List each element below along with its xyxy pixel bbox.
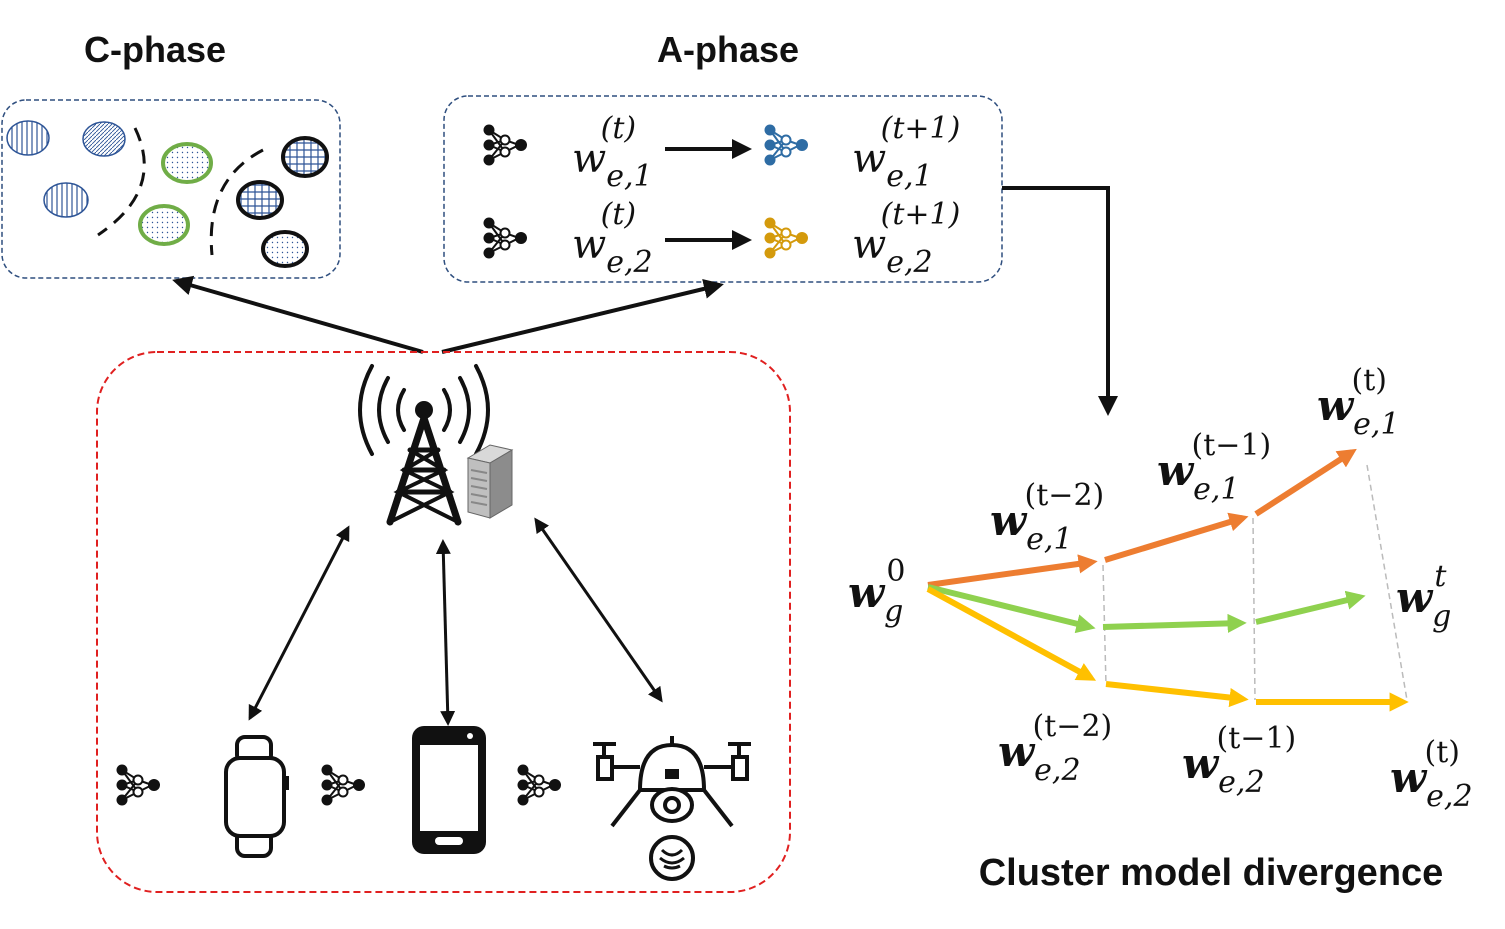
device-link-arrow (435, 539, 456, 726)
c-phase-title: C-phase (84, 29, 226, 70)
to-a-phase-arrow (441, 279, 724, 354)
label-w-e2-t: we,2(t) (1390, 735, 1473, 814)
device-link-arrow (534, 517, 663, 703)
data-point (161, 142, 213, 184)
label-w-e2-t-2: we,2(t−2) (998, 709, 1112, 788)
neural-network-icon (764, 124, 808, 166)
data-point (43, 182, 89, 218)
cluster-boundary (209, 148, 264, 256)
label-w-g-0: wg0 (848, 554, 905, 629)
model-label: we,1(t+1) (852, 111, 960, 194)
global-path (927, 584, 1366, 634)
smartwatch-icon (224, 735, 289, 858)
c-phase-box (1, 99, 341, 279)
data-point (82, 121, 126, 157)
data-point (281, 136, 329, 178)
divergence-guides (1102, 464, 1408, 701)
label-w-e1-t-1: we,1(t−1) (1157, 428, 1271, 507)
neural-network-icon (482, 216, 528, 260)
neural-network-icon (115, 763, 161, 807)
device-link-arrow (248, 525, 350, 721)
a-phase-title: A-phase (657, 29, 799, 70)
connector-arrow (1002, 186, 1118, 416)
neural-network-icon (482, 123, 528, 167)
data-point (138, 204, 190, 246)
c-phase-clusters (6, 120, 329, 268)
label-w-e2-t-1: we,2(t−1) (1182, 721, 1296, 800)
antenna-tower-icon (358, 364, 490, 526)
cluster-2-path (926, 586, 1409, 712)
neural-network-icon (764, 217, 808, 259)
label-w-g-t: wgt (1396, 559, 1451, 634)
neural-network-icon (516, 763, 562, 807)
model-label: we,2(t) (572, 197, 653, 280)
cluster-boundary (97, 127, 146, 237)
model-label: we,2(t+1) (852, 197, 960, 280)
edge-region-box (96, 351, 791, 893)
to-c-phase-arrow (172, 275, 424, 354)
model-label: we,1(t) (572, 111, 653, 194)
data-point (6, 120, 50, 156)
neural-network-icon (320, 763, 366, 807)
divergence-title: Cluster model divergence (979, 852, 1444, 894)
label-w-e1-t-2: we,1(t−2) (990, 478, 1104, 557)
server-icon (466, 444, 514, 519)
label-w-e1-t: we,1(t) (1317, 363, 1400, 442)
smartphone-icon (412, 726, 486, 854)
cluster-1-path (927, 448, 1357, 588)
data-point (236, 180, 284, 220)
drone-icon (593, 736, 751, 881)
data-point (261, 230, 309, 268)
